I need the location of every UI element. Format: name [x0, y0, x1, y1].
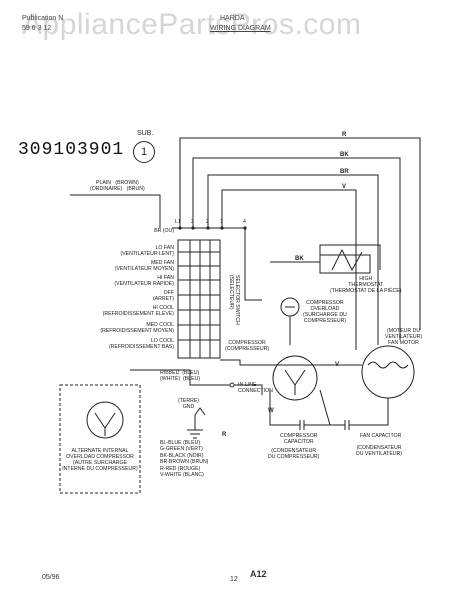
switch-position-med-cool: MED COOL (REFROIDISSEMENT MOYEN) [100, 322, 174, 334]
switch-position-med-fan: MED FAN (VENTILATEUR MOYEN) [114, 260, 174, 272]
legend-item: R-RED (ROUGE) [160, 465, 201, 472]
ribbed-cord-label: RIBBED (BLEU) (WHITE) (BLEU) [160, 370, 201, 382]
legend-item: BK-BLACK (NOIR) [160, 452, 204, 459]
fan-motor-label: (MOTEUR DU VENTILATEUR) FAN MOTOR [385, 328, 423, 346]
overload-label: COMPRESSOR OVERLOAD (SURCHARGE DU COMPRE… [303, 300, 347, 324]
brand-name: HARDA [220, 15, 245, 22]
publication-label: Publication N [22, 15, 64, 22]
fan-motor-symbol [361, 345, 415, 399]
legend-item: G-GREEN (VERT) [160, 446, 203, 453]
wire-red [179, 137, 421, 330]
switch-position-hi-fan: HI FAN (VENTILATEUR RAPIDE) [114, 275, 174, 287]
legend-item: V-WHITE (BLANC) [160, 472, 204, 479]
sub-number-circle: 1 [133, 141, 155, 163]
compressor-symbol [272, 355, 318, 401]
wire-label-r-lower: R [222, 432, 227, 438]
terminal-1: 1 [220, 219, 223, 225]
footer-page: 12 [230, 576, 238, 583]
footer-date: 05/96 [42, 574, 60, 581]
watermark-text: AppliancePartsPros.com [22, 8, 362, 41]
legend-item: BL-BLUE (BLEU) [160, 440, 201, 446]
terminal-4: 4 [243, 219, 246, 225]
terminal-l1: L1 [175, 219, 181, 225]
terminal-2: 2 [206, 219, 209, 225]
compressor-capacitor-fr-label: (CONDENSATEUR DU COMPRESSEUR) [268, 448, 320, 460]
wire-thermostat [270, 244, 381, 270]
wire-label-v-fan: V [335, 362, 340, 368]
switch-position-lo-fan: LO FAN (VENTILATEUR LENT) [120, 245, 174, 257]
wire-label-w: W [268, 408, 274, 414]
wire-brown [207, 174, 379, 345]
switch-position-lo-cool: LO COOL (REFROIDISSEMENT BAS) [108, 338, 174, 350]
wire-black [192, 157, 401, 340]
thermostat-label: HIGH THERMOSTAT (THERMOSTAT DE LA PIÈCE) [330, 276, 402, 294]
wire-label-bk-thermostat: BK [295, 256, 304, 262]
wire-label-v: V [342, 184, 347, 190]
wire-color-legend: BL-BLUE (BLEU) G-GREEN (VERT) BK-BLACK (… [160, 440, 208, 478]
wire-white [221, 189, 357, 350]
alternate-overload-label: ALTERNATE INTERNAL OVERLOAD COMPRESSOR (… [62, 448, 138, 472]
switch-position-off: OFF (ARRET) [152, 290, 174, 302]
part-number: 309103901 [18, 140, 125, 160]
wire-plain [70, 194, 161, 228]
compressor-label: COMPRESSOR (COMPRESSEUR) [225, 340, 270, 352]
fan-capacitor-fr-label: (CONDENSATEUR DU VENTILATEUR) [356, 445, 403, 457]
switch-position-br: BR (OU) [154, 228, 174, 234]
terminal-3: 3 [191, 219, 194, 225]
switch-position-hi-cool: HI COOL (REFROIDISSEMENT ELEVE) [102, 305, 174, 317]
selector-switch-box [177, 239, 221, 359]
wire-label-br: BR [340, 169, 349, 175]
ground-label: (TERRE) GND [178, 398, 200, 410]
in-line-connection-label: IN-LINE CONNECTION [238, 382, 273, 394]
alternate-overload-box [59, 384, 141, 494]
fan-capacitor-label: FAN CAPACITOR [360, 433, 402, 439]
publication-number: 59 6 3 12 [22, 25, 52, 32]
wire-label-r: R [342, 132, 347, 138]
wire-label-bk: BK [340, 152, 349, 158]
footer-code: A12 [250, 569, 267, 579]
sub-label: SUB. [137, 130, 154, 137]
legend-item: BR-BROWN (BRUN) [160, 459, 209, 466]
selector-switch-label: SELECTOR SWITCH (SELECTEUR) [228, 275, 240, 325]
plain-cord-label: PLAIN (BROWN) (ORDINAIRE) (BRUN) [90, 180, 145, 192]
compressor-capacitor-label: COMPRESSOR CAPACITOR [280, 433, 318, 445]
diagram-title: WIRING DIAGRAM [210, 25, 271, 32]
